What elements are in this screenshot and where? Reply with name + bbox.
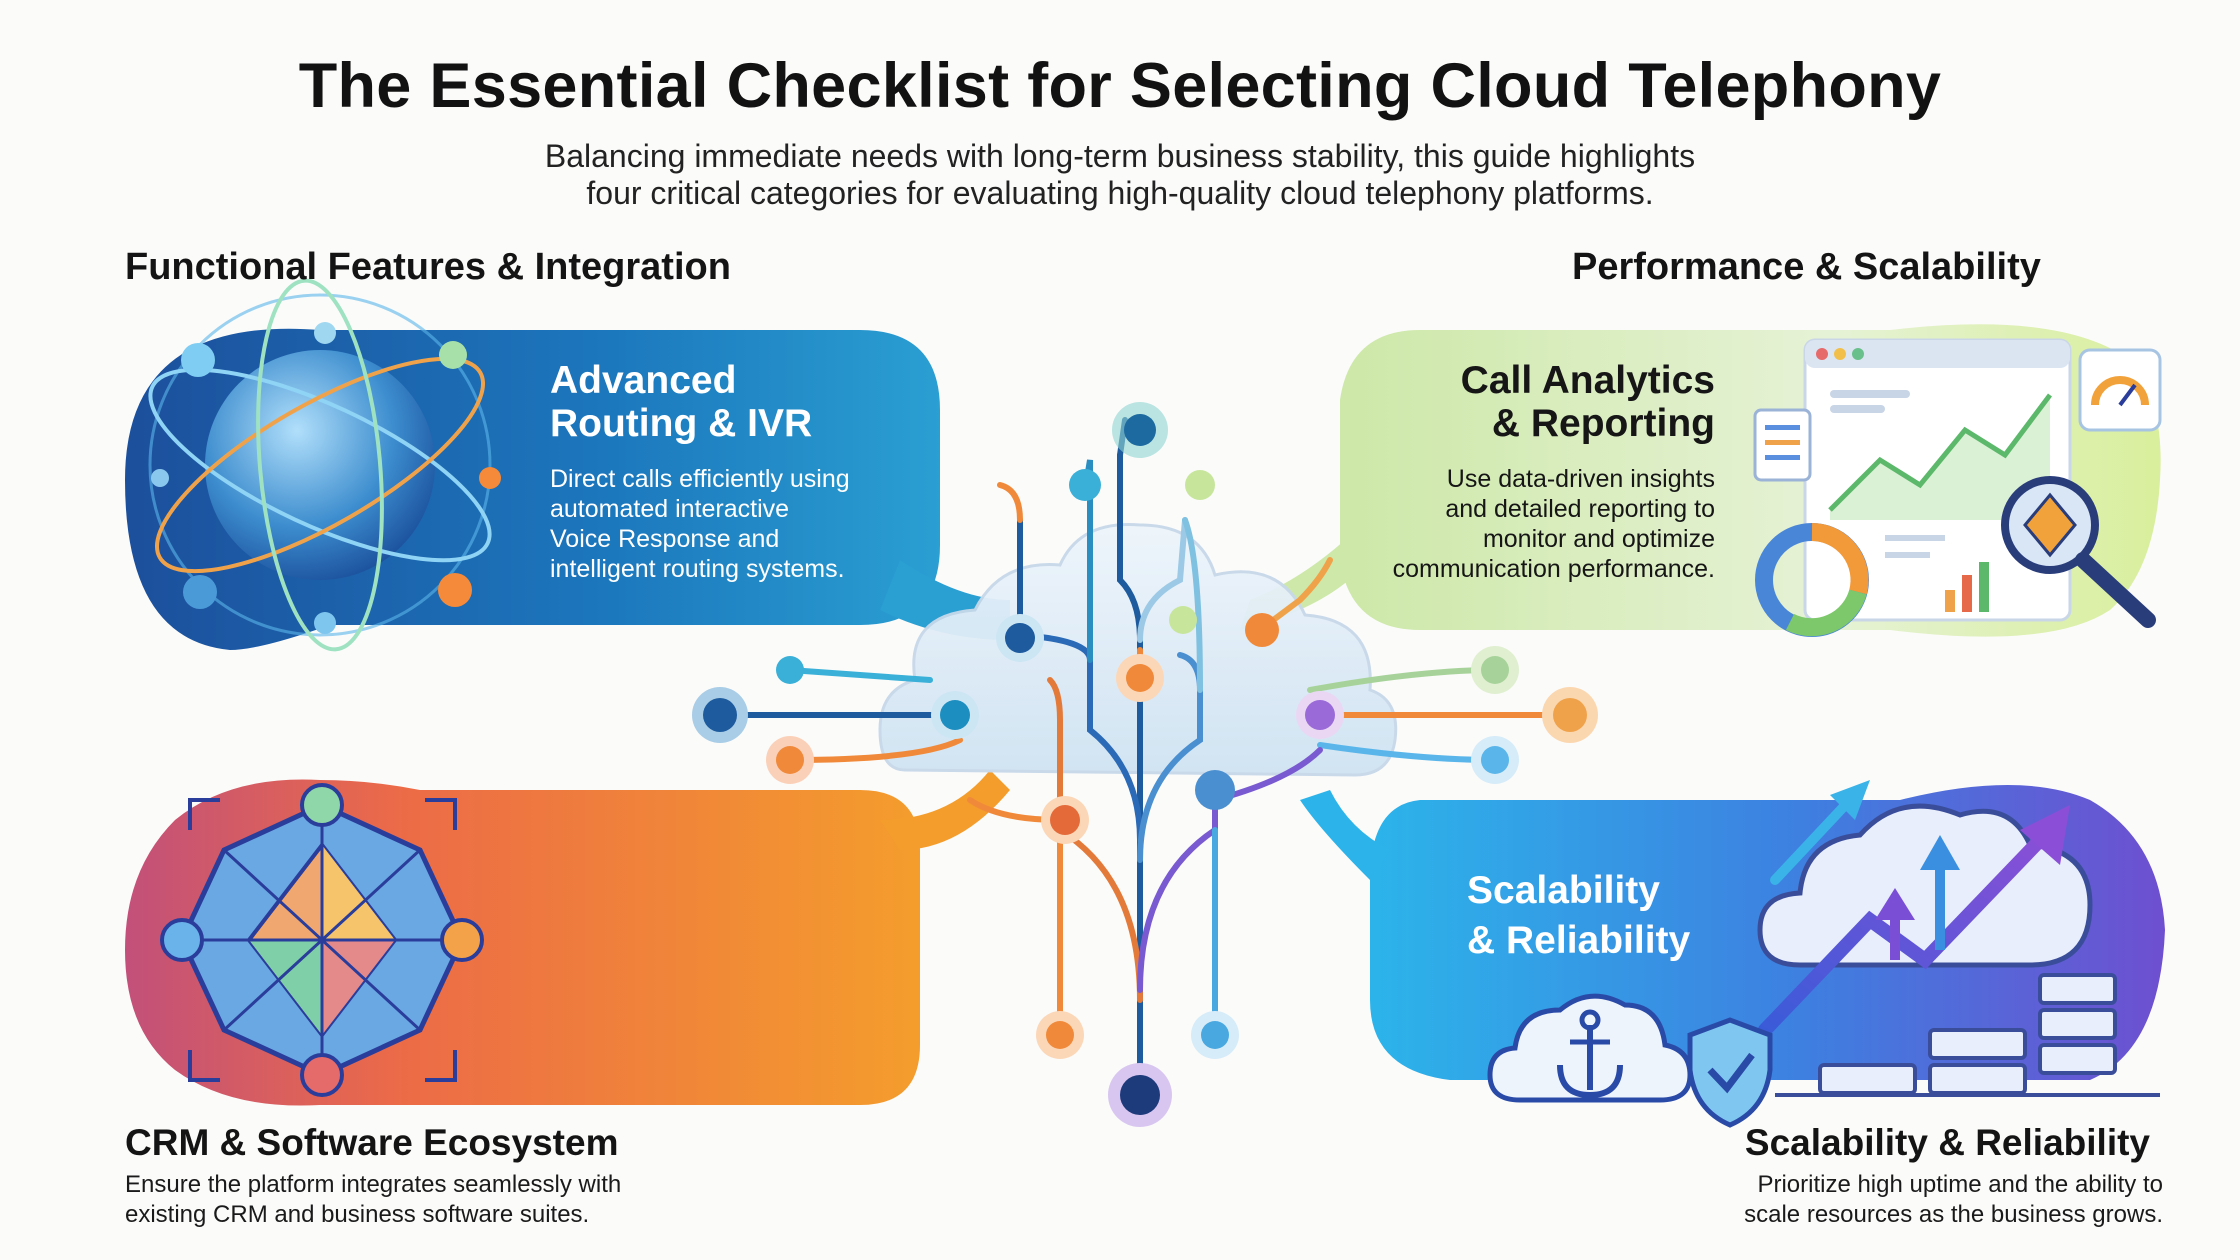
routing-card-description: Direct calls efficiently using automated… (550, 464, 850, 584)
crm-footer-title: CRM & Software Ecosystem (125, 1122, 619, 1163)
routing-card-title-line-2: Routing & IVR (550, 402, 813, 445)
routing-desc-line: Direct calls efficiently using (550, 465, 850, 493)
page-title: The Essential Checklist for Selecting Cl… (298, 51, 1942, 121)
network-polyhedron-icon (160, 783, 484, 1097)
routing-desc-line: Voice Response and (550, 525, 780, 553)
category-heading-performance: Performance & Scalability (1572, 246, 2041, 288)
routing-desc-line: automated interactive (550, 495, 790, 523)
analytics-desc-line: and detailed reporting to (1445, 495, 1715, 523)
atom-icon (148, 278, 501, 652)
analytics-dashboard-icon (1753, 338, 2162, 637)
shield-check-icon (1687, 1017, 1773, 1128)
scale-desc-line: Prioritize high uptime and the ability t… (1757, 1171, 2163, 1198)
analytics-desc-line: communication performance. (1392, 555, 1715, 583)
analytics-desc-line: monitor and optimize (1482, 525, 1715, 553)
page-subtitle-line-1: Balancing immediate needs with long-term… (544, 138, 1696, 174)
page-subtitle-line-2: four critical categories for evaluating … (586, 175, 1654, 211)
analytics-card-title-line-2: & Reporting (1491, 402, 1715, 445)
scale-desc-line: scale resources as the business grows. (1744, 1201, 2163, 1228)
scale-footer-title: Scalability & Reliability (1744, 1122, 2150, 1163)
category-heading-functional: Functional Features & Integration (125, 246, 731, 288)
scalability-card-title-line-2: & Reliability (1467, 919, 1691, 962)
routing-desc-line: intelligent routing systems. (550, 555, 845, 583)
analytics-card-title-line-1: Call Analytics (1460, 359, 1715, 402)
crm-desc-line: existing CRM and business software suite… (125, 1201, 590, 1228)
routing-card-title-line-1: Advanced (550, 359, 737, 402)
analytics-desc-line: Use data-driven insights (1446, 465, 1715, 493)
crm-footer-description: Ensure the platform integrates seamlessl… (125, 1170, 621, 1230)
central-cloud-tree (692, 402, 1598, 1127)
analytics-card-description: Use data-driven insights and detailed re… (1360, 464, 1715, 584)
scaling-cloud-icon (1757, 780, 2160, 1097)
scale-footer-description: Prioritize high uptime and the ability t… (1600, 1170, 2163, 1230)
scalability-card-title-line-1: Scalability (1467, 869, 1660, 912)
crm-desc-line: Ensure the platform integrates seamlessl… (125, 1171, 622, 1198)
